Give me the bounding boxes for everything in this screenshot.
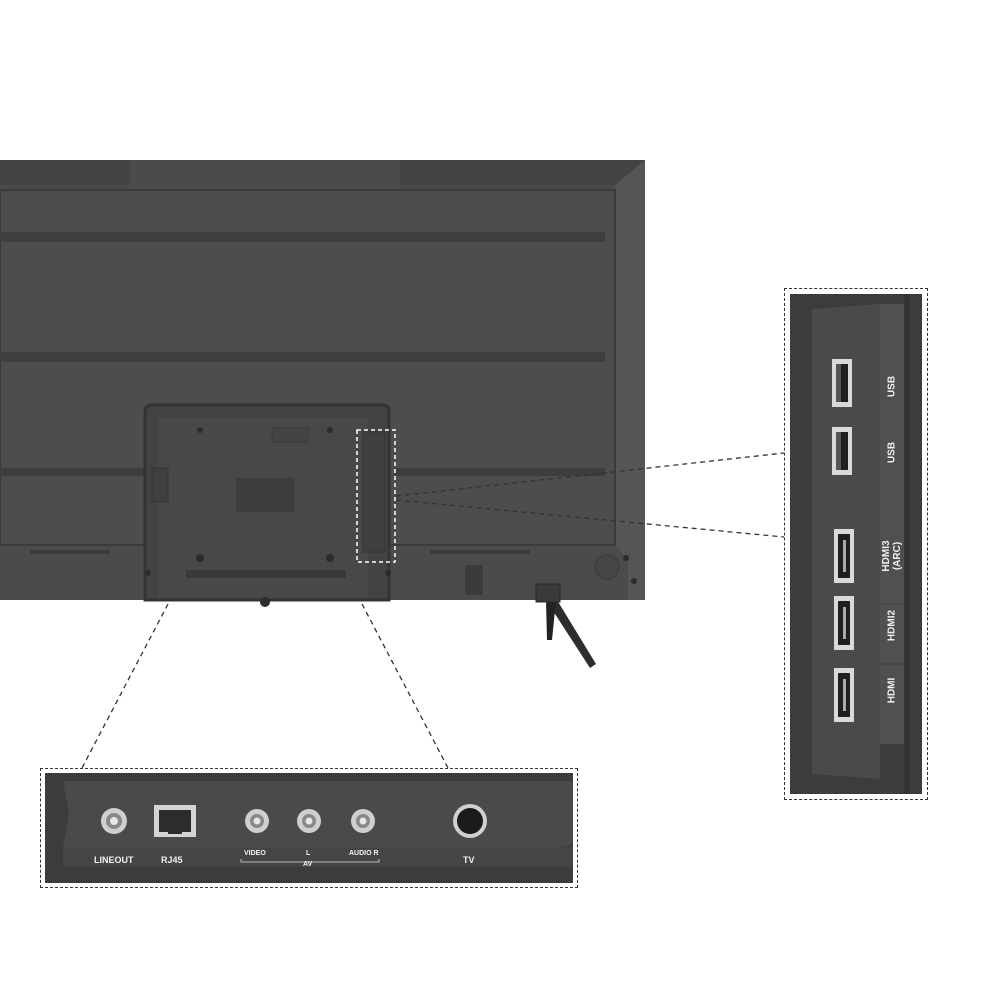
rj45-label: RJ45 — [161, 855, 183, 865]
coax-port-icon — [453, 804, 487, 838]
audio-r-label: AUDIO R — [349, 850, 379, 857]
bottom-ports-callout: LINEOUT RJ45 VIDEO L AUDIO R AV TV — [40, 768, 578, 888]
hdmi1-label: HDMI — [886, 677, 898, 704]
usb-1-label: USB — [886, 375, 898, 398]
rj45-port-icon — [154, 805, 196, 837]
hdmi-port-icon — [834, 529, 854, 583]
side-port-highlight — [356, 429, 396, 563]
rca-jack-icon — [297, 809, 321, 833]
stand-leg — [546, 600, 596, 668]
hdmi-port-icon — [834, 596, 854, 650]
rca-jack-icon — [101, 808, 127, 834]
rca-jack-icon — [351, 809, 375, 833]
hdmi-port-icon — [834, 668, 854, 722]
rca-jack-icon — [245, 809, 269, 833]
side-ports-callout: USB USB HDMI3 (ARC) HDMI2 HDMI — [784, 288, 928, 800]
side-ports-panel — [790, 294, 922, 794]
lineout-label: LINEOUT — [94, 855, 134, 865]
l-label: L — [306, 850, 311, 857]
video-label: VIDEO — [244, 850, 266, 857]
usb-port-icon — [832, 359, 852, 407]
hdmi2-label: HDMI2 — [886, 609, 898, 642]
usb-port-icon — [832, 427, 852, 475]
av-label: AV — [303, 861, 313, 868]
bottom-ports-panel — [45, 773, 573, 883]
usb-2-label: USB — [886, 441, 898, 464]
tv-label: TV — [463, 855, 475, 865]
hdmi3-arc-label: HDMI3 (ARC) — [881, 540, 903, 572]
